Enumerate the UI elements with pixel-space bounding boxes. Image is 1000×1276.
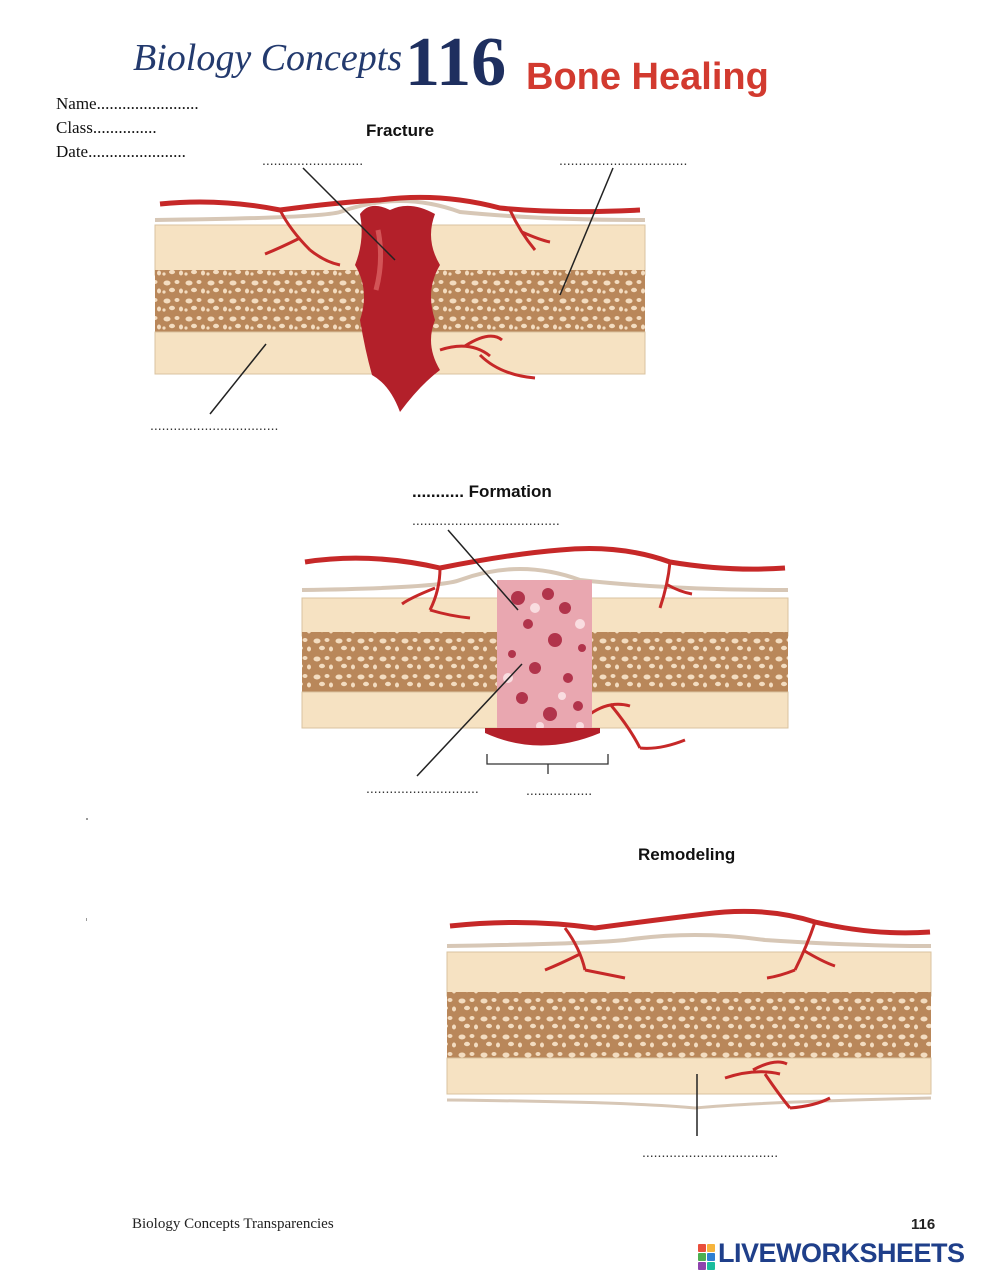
stray-mark: [86, 918, 87, 921]
fracture-stage-title: Fracture: [366, 121, 435, 140]
blood-vessel-branch: [439, 334, 536, 380]
blood-vessel-branch: [658, 561, 693, 609]
blood-vessel-branch: [544, 927, 626, 980]
concept-number: 116: [405, 24, 507, 101]
formation-blank-bottom-left[interactable]: .............................: [366, 780, 479, 796]
blood-vessel-top: [159, 194, 641, 215]
blood-vessel-top: [449, 908, 931, 936]
remodeling-stage-title: Remodeling: [638, 845, 736, 864]
date-field[interactable]: Date.......................: [56, 142, 186, 161]
blood-vessel-top: [304, 546, 786, 572]
liveworksheets-brand[interactable]: LIVEWORKSHEETS: [718, 1238, 965, 1268]
formation-stage-title: ........... Formation: [412, 482, 552, 501]
liveworksheets-logo-icon: [698, 1244, 716, 1270]
hematoma: [355, 205, 440, 412]
periosteum: [301, 567, 789, 592]
callus-bulge: [485, 728, 600, 746]
formation-diagram: [301, 529, 789, 777]
blood-vessel-branch: [264, 209, 341, 267]
periosteum: [446, 933, 932, 948]
blood-vessel-branch: [766, 921, 836, 980]
remodeling-blank-bottom[interactable]: ...................................: [642, 1144, 779, 1160]
compact-bone-lower: [446, 1057, 932, 1095]
fracture-blank-bottom-left[interactable]: .................................: [150, 417, 279, 433]
formation-blank-bottom-right[interactable]: .................: [526, 782, 593, 798]
blood-vessel-branch: [401, 567, 471, 620]
periosteum-lower: [446, 1096, 932, 1110]
footer-source: Biology Concepts Transparencies: [132, 1216, 334, 1232]
series-title: Biology Concepts: [133, 37, 403, 79]
fracture-blank-top-right[interactable]: .................................: [559, 152, 688, 168]
periosteum: [154, 199, 646, 222]
name-field[interactable]: Name........................: [56, 94, 199, 113]
compact-bone-upper: [446, 951, 932, 997]
formation-blank-top[interactable]: ......................................: [412, 512, 560, 528]
page-title: Bone Healing: [526, 56, 769, 98]
remodeling-diagram: [446, 908, 932, 1136]
class-field[interactable]: Class...............: [56, 118, 157, 137]
spongy-bone: [447, 992, 931, 1062]
fracture-blank-top-left[interactable]: ..........................: [262, 152, 364, 168]
stray-mark: [86, 818, 88, 820]
blood-vessel-branch: [724, 1060, 831, 1110]
footer-page-number: 116: [911, 1216, 936, 1233]
blood-vessel-branch: [508, 209, 551, 251]
fracture-diagram: [154, 167, 646, 415]
blood-vessel-branch: [589, 702, 686, 750]
